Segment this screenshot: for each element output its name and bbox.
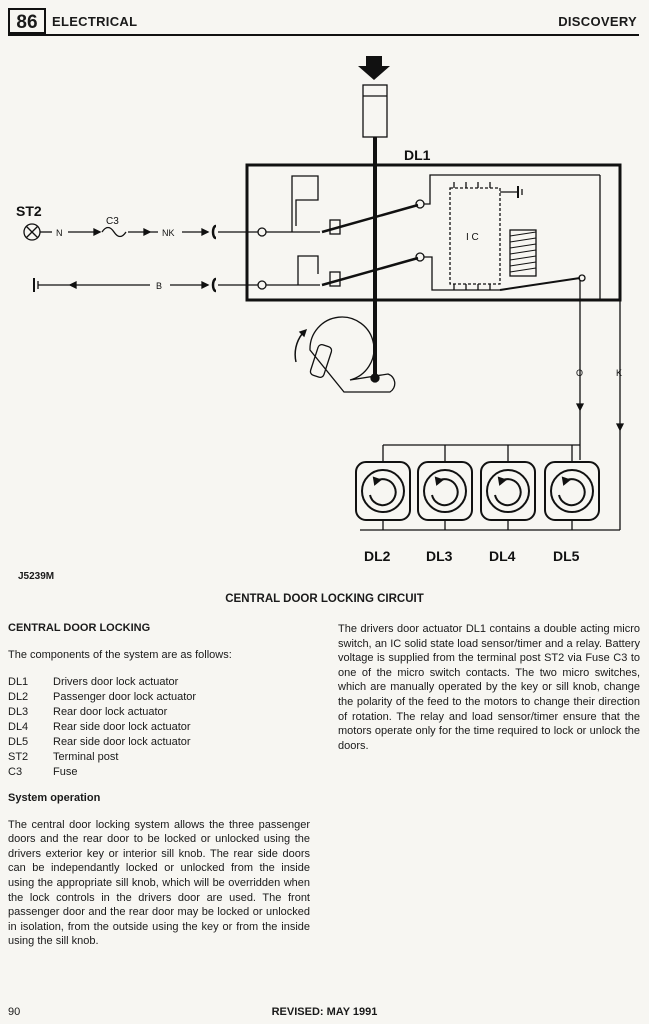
label-b: B [156,281,162,291]
label-c3: C3 [106,216,119,227]
component-desc: Fuse [53,765,78,778]
component-code: ST2 [8,750,29,763]
component-desc: Rear side door lock actuator [53,720,191,733]
right-column: The drivers door actuator DL1 contains a… [338,622,640,765]
relay-coil [509,229,537,277]
label-dl5: DL5 [553,548,580,564]
motor-dl5-icon [544,461,600,521]
component-code: DL2 [8,690,29,703]
list-item: DL5 Rear side door lock actuator [8,735,310,750]
component-desc: Rear side door lock actuator [53,735,191,748]
footer-revision: REVISED: MAY 1991 [271,1006,378,1018]
components-list: DL1 Drivers door lock actuator DL2 Passeng… [8,675,310,780]
fuse-c3-icon [101,226,127,238]
label-n: N [56,228,63,238]
footer-page-number: 90 [8,1006,21,1018]
page-number: 86 [16,12,38,33]
model-title: DISCOVERY [558,14,637,29]
system-operation-text: The central door locking system allows t… [8,818,310,948]
motor-dl4-icon [480,461,536,521]
motor-dl2-icon [355,461,411,521]
label-nk: NK [162,228,175,238]
component-code: DL4 [8,720,29,733]
label-ic: I C [466,232,479,243]
label-k: K [616,368,622,378]
label-dl2: DL2 [364,548,391,564]
key-lever [309,316,396,393]
input-arrow-icon [358,56,390,80]
component-desc: Terminal post [53,750,119,763]
subheading-system-operation: System operation [8,791,101,804]
dl1-description-text: The drivers door actuator DL1 contains a… [338,623,640,752]
component-code: DL3 [8,705,29,718]
label-o: O [576,368,583,378]
component-code: DL1 [8,675,29,688]
component-desc: Passenger door lock actuator [53,690,197,703]
label-dl1: DL1 [404,147,431,163]
figure-reference: J5239M [18,571,55,582]
micro-switch-2 [321,256,419,287]
label-st2: ST2 [16,203,42,219]
micro-switch-1 [321,203,419,234]
section-heading: CENTRAL DOOR LOCKING [8,622,151,634]
header-rule [8,34,639,36]
figure-caption: CENTRAL DOOR LOCKING CIRCUIT [225,593,424,605]
page-number-box: 86 [8,8,46,34]
component-desc: Rear door lock actuator [53,705,168,718]
key-barrel [362,84,388,138]
list-item: DL4 Rear side door lock actuator [8,720,310,735]
component-desc: Drivers door lock actuator [53,675,179,688]
motor-dl3-icon [417,461,473,521]
left-column: CENTRAL DOOR LOCKING The components of t… [8,622,310,961]
components-intro: The components of the system are as foll… [8,649,232,661]
list-item: ST2 Terminal post [8,750,310,765]
component-code: C3 [8,765,23,778]
rotation-arrow-icon [294,333,303,363]
label-dl3: DL3 [426,548,453,564]
list-item: C3 Fuse [8,765,310,780]
list-item: DL2 Passenger door lock actuator [8,690,310,705]
section-title: ELECTRICAL [52,14,138,29]
list-item: DL3 Rear door lock actuator [8,705,310,720]
component-code: DL5 [8,735,29,748]
ic-timer [449,187,501,285]
list-item: DL1 Drivers door lock actuator [8,675,310,690]
label-dl4: DL4 [489,548,516,564]
circuit-diagram: DL1 ST2 C3 N NK B I C O K DL2 DL3 DL4 DL… [16,56,625,564]
